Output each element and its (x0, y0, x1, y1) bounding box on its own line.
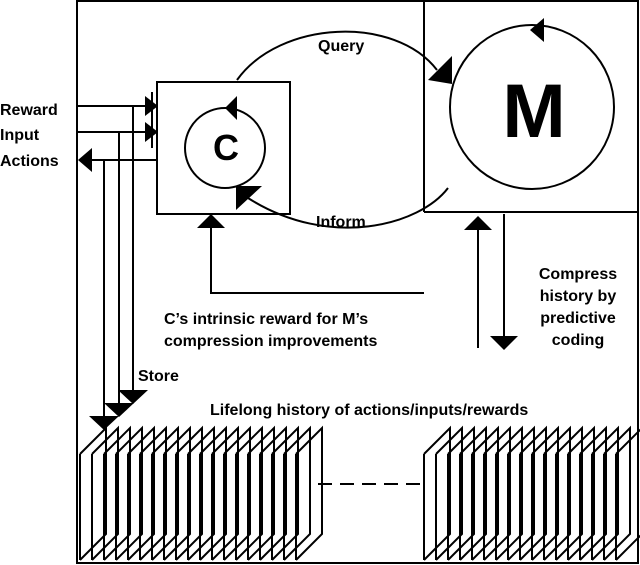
io-lines (77, 92, 157, 418)
store-arrowhead-1 (118, 390, 148, 404)
compress-label-line4: coding (552, 332, 604, 349)
history-stack-left (79, 425, 323, 561)
frame (76, 0, 639, 564)
actions-label: Actions (0, 153, 59, 170)
history-right-card (615, 428, 640, 561)
model-cycle-arrowhead (530, 18, 544, 42)
controller-label: C (213, 127, 239, 168)
query-label: Query (318, 38, 364, 55)
compress-label-line2: history by (540, 288, 617, 305)
controller-cycle-arrowhead (225, 96, 237, 120)
intrinsic-reward-label-line1: C’s intrinsic reward for M’s (164, 311, 368, 328)
reward-label: Reward (0, 102, 58, 119)
intrinsic-reward-line (210, 222, 424, 294)
compress-label-line1: Compress (539, 266, 617, 283)
compress-up-arrowhead (464, 216, 492, 230)
query-arrowhead (428, 56, 452, 84)
inform-arrowhead (236, 186, 262, 210)
compress-lines (477, 214, 505, 348)
intrinsic-reward-label-line2: compression improvements (164, 333, 378, 350)
input-arrowhead (145, 122, 158, 142)
store-label: Store (138, 368, 179, 385)
intrinsic-reward-arrowhead (197, 214, 225, 228)
model-cycle (449, 24, 615, 190)
store-arrowhead-2 (104, 403, 134, 417)
compress-label-line3: predictive (540, 310, 616, 327)
input-label: Input (0, 127, 40, 144)
history-label: Lifelong history of actions/inputs/rewar… (210, 402, 528, 419)
model-label: M (502, 69, 565, 154)
query-inform-loop (236, 30, 449, 229)
history-left-card (295, 425, 323, 561)
store-arrowhead-3 (89, 416, 119, 430)
reward-arrowhead (145, 96, 158, 116)
compress-down-arrowhead (490, 336, 518, 350)
controller-box (156, 81, 291, 215)
inform-label: Inform (316, 214, 366, 231)
history-stack-right (423, 425, 640, 561)
actions-arrowhead (78, 148, 92, 172)
